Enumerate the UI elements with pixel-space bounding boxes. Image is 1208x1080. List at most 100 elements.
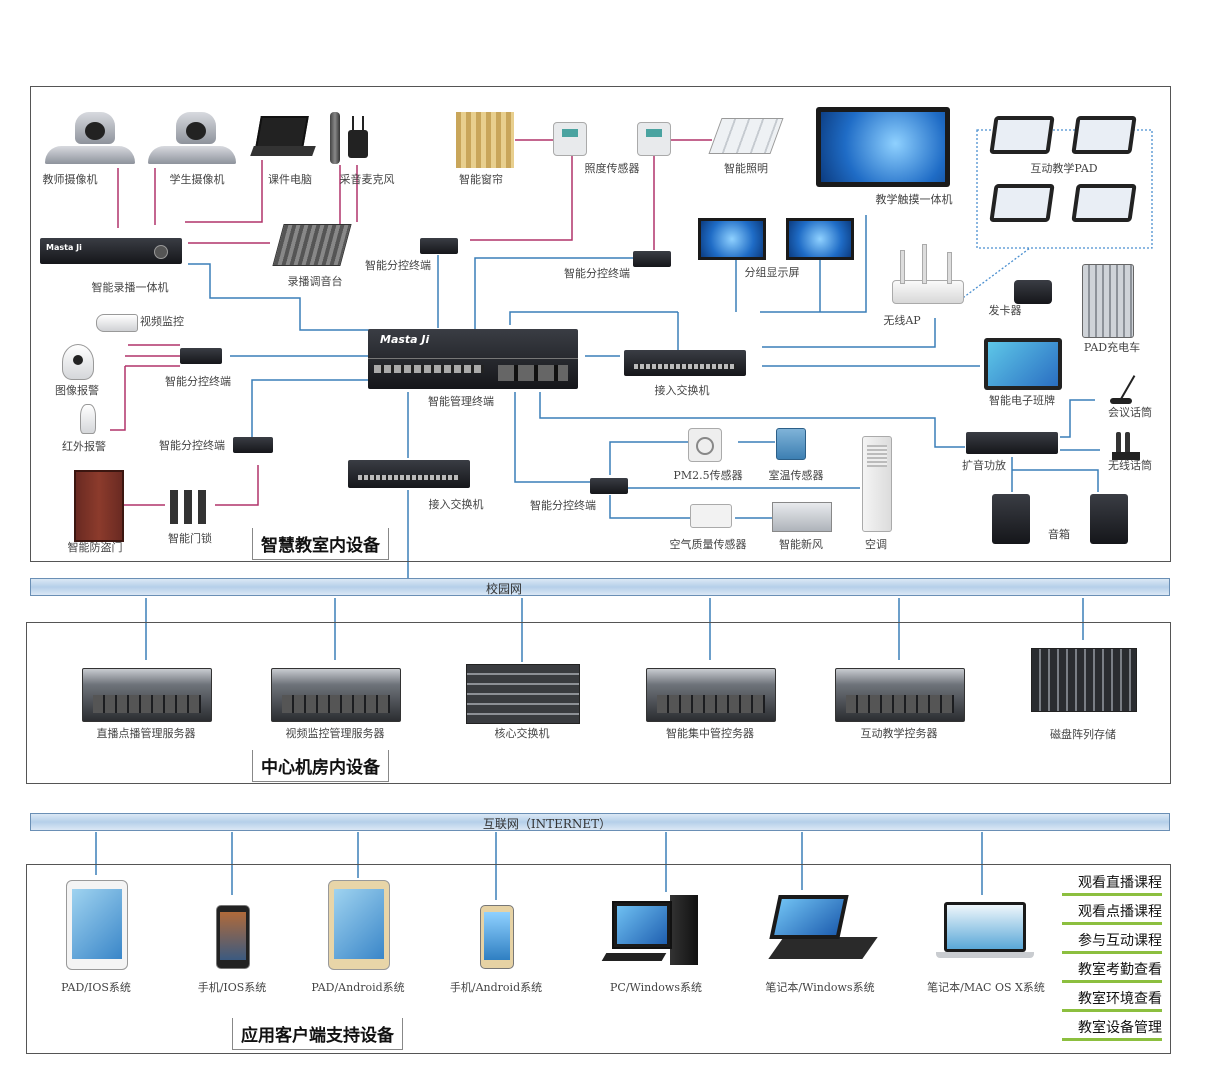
video-monitor-server-icon	[271, 668, 401, 722]
central-control-server-label: 智能集中管控务器	[666, 727, 754, 740]
ctrl-terminal-4-icon	[233, 437, 273, 453]
pad-cart-icon	[1082, 264, 1134, 338]
image-alarm-label: 图像报警	[55, 384, 99, 397]
pad-icon-1	[989, 116, 1055, 154]
access-switch-1-icon	[624, 350, 746, 376]
curtain-icon	[456, 112, 514, 168]
ctrl-terminal-4-label: 智能分控终端	[159, 439, 225, 452]
pad-ios-icon	[66, 880, 128, 970]
mgmt-terminal-brand: Masta Ji	[380, 333, 430, 346]
internet-label: 互联网（INTERNET）	[482, 817, 612, 831]
ctrl-terminal-5-icon	[590, 478, 628, 494]
conference-mic-label: 会议话筒	[1108, 406, 1152, 419]
fresh-air-icon	[772, 502, 832, 532]
curtain-label: 智能窗帘	[459, 173, 503, 186]
pad-icon-2	[1071, 116, 1137, 154]
amplifier-icon	[966, 432, 1058, 454]
recorder-label: 智能录播一体机	[91, 281, 169, 294]
access-switch-1-label: 接入交换机	[654, 384, 710, 397]
group-display-1-icon	[698, 218, 766, 260]
smart-lock-label: 智能门锁	[168, 532, 212, 545]
fresh-air-label: 智能新风	[779, 538, 823, 551]
feature-item: 教室环境查看	[1062, 990, 1162, 1012]
amplifier-label: 扩音功放	[962, 459, 1006, 472]
mixer-label: 录播调音台	[287, 275, 343, 288]
pc-windows-label: PC/Windows系统	[610, 981, 702, 994]
card-issuer-label: 发卡器	[988, 304, 1022, 317]
live-vod-server-icon	[82, 668, 212, 722]
pad-icon-4	[1071, 184, 1137, 222]
air-conditioner-label: 空调	[865, 538, 887, 551]
campus-network-band: 校园网	[30, 578, 1170, 596]
infrared-alarm-icon	[80, 404, 96, 434]
student-camera-label: 学生摄像机	[169, 173, 225, 186]
air-quality-label: 空气质量传感器	[669, 538, 747, 551]
light-sensor-label: 照度传感器	[584, 162, 640, 175]
pad-android-icon	[328, 880, 390, 970]
mgmt-terminal-icon: Masta Ji	[368, 329, 578, 389]
disk-array-storage-label: 磁盘阵列存储	[1050, 728, 1116, 741]
touch-all-in-one-label: 教学触摸一体机	[875, 193, 953, 206]
ctrl-terminal-2-label: 智能分控终端	[564, 267, 630, 280]
air-conditioner-icon	[862, 436, 892, 532]
ctrl-terminal-1-label: 智能分控终端	[365, 259, 431, 272]
wireless-mic-label: 无线话筒	[1108, 459, 1152, 472]
core-switch-label: 核心交换机	[494, 727, 550, 740]
access-switch-2-icon	[348, 460, 470, 488]
live-vod-server-label: 直播点播管理服务器	[96, 727, 196, 740]
pad-cart-label: PAD充电车	[1083, 341, 1141, 354]
temp-sensor-icon	[776, 428, 806, 460]
pc-windows-icon	[601, 895, 708, 967]
ctrl-terminal-5-label: 智能分控终端	[530, 499, 596, 512]
ctrl-terminal-3-label: 智能分控终端	[165, 375, 231, 388]
laptop-macos-icon	[936, 902, 1036, 964]
air-quality-sensor-icon	[690, 504, 732, 528]
interactive-pad-label: 互动教学PAD	[1028, 162, 1100, 175]
datacenter-section-title: 中心机房内设备	[252, 750, 389, 782]
light-sensor-2-icon	[637, 122, 671, 156]
group-display-label: 分组显示屏	[744, 266, 800, 279]
pad-ios-label: PAD/IOS系统	[61, 981, 131, 994]
campus-network-label: 校园网	[485, 582, 523, 596]
central-control-server-icon	[646, 668, 776, 722]
speaker-right-icon	[1090, 494, 1128, 544]
mgmt-terminal-label: 智能管理终端	[428, 395, 494, 408]
smart-lighting-label: 智能照明	[724, 162, 768, 175]
card-issuer-icon	[1014, 280, 1052, 304]
pad-icon-3	[989, 184, 1055, 222]
video-monitor-label: 视频监控	[140, 315, 184, 328]
speaker-left-icon	[992, 494, 1030, 544]
course-pc-label: 课件电脑	[268, 173, 312, 186]
mixer-icon	[272, 224, 352, 266]
e-class-board-label: 智能电子班牌	[989, 394, 1055, 407]
speaker-label: 音箱	[1048, 528, 1070, 541]
video-monitor-server-label: 视频监控管理服务器	[285, 727, 385, 740]
core-switch-icon	[466, 664, 580, 724]
e-class-board-icon	[984, 338, 1062, 390]
ctrl-terminal-3-icon	[180, 348, 222, 364]
phone-android-label: 手机/Android系统	[449, 981, 543, 994]
feature-item: 观看点播课程	[1062, 903, 1162, 925]
ctrl-terminal-2-icon	[633, 251, 671, 267]
laptop-windows-label: 笔记本/Windows系统	[765, 981, 875, 994]
laptop-macos-label: 笔记本/MAC OS X系统	[927, 981, 1045, 994]
feature-item: 观看直播课程	[1062, 874, 1162, 896]
classroom-section-title: 智慧教室内设备	[252, 528, 389, 560]
touch-all-in-one-icon	[816, 107, 950, 187]
access-switch-2-label: 接入交换机	[428, 498, 484, 511]
laptop-windows-icon	[768, 895, 878, 965]
infrared-alarm-label: 红外报警	[62, 440, 106, 453]
wireless-ap-label: 无线AP	[883, 314, 921, 327]
classroom-frame	[30, 86, 1171, 562]
teacher-camera-label: 教师摄像机	[42, 173, 98, 186]
recorder-brand: Masta Ji	[46, 243, 82, 252]
group-display-2-icon	[786, 218, 854, 260]
pad-android-label: PAD/Android系统	[311, 981, 405, 994]
feature-item: 参与互动课程	[1062, 932, 1162, 954]
clients-frame	[26, 864, 1171, 1054]
temp-sensor-label: 室温传感器	[768, 469, 824, 482]
phone-ios-icon	[216, 905, 250, 969]
video-monitor-icon	[96, 314, 138, 332]
security-door-icon	[74, 470, 124, 542]
